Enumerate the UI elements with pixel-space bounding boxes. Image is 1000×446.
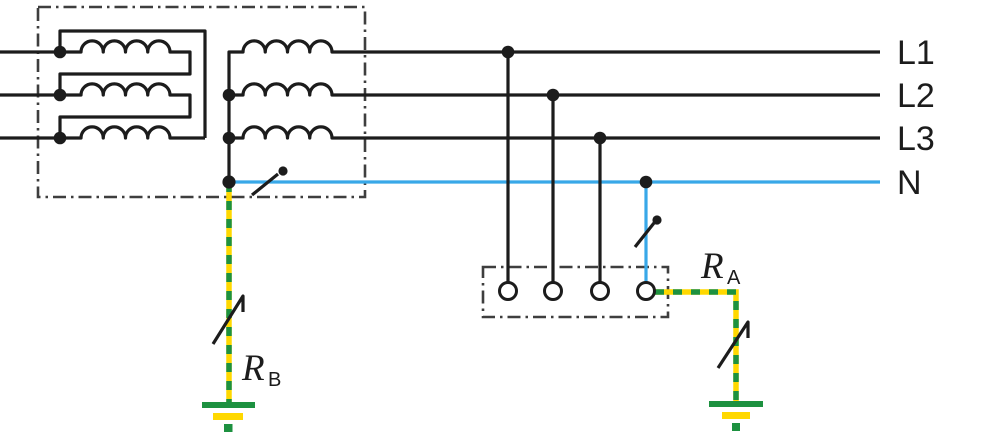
label-ra: R A bbox=[700, 246, 741, 289]
delta-winding-coil-3 bbox=[60, 125, 205, 140]
label-rb: R B bbox=[241, 348, 281, 391]
terminal-circles bbox=[498, 281, 656, 301]
tap-dot-l1 bbox=[501, 45, 515, 59]
earth-bar-middle-yellow bbox=[213, 413, 243, 420]
terminal-l3 bbox=[590, 281, 610, 301]
terminal-l1 bbox=[498, 281, 518, 301]
label-l2: L2 bbox=[897, 77, 935, 115]
label-n: N bbox=[897, 164, 922, 202]
junction-dot bbox=[53, 45, 67, 59]
junction-dot bbox=[53, 131, 67, 145]
phase-wiring bbox=[0, 29, 880, 369]
junction-dots bbox=[53, 45, 662, 225]
earth-bar-middle-yellow bbox=[722, 412, 750, 419]
wye-winding-coil-3-line-l3 bbox=[229, 125, 880, 140]
tap-dot-l3 bbox=[593, 131, 607, 145]
label-ra-subscript: A bbox=[727, 267, 741, 289]
earth-resistance-slash-rb bbox=[211, 294, 245, 345]
earth-conductor-ra-base bbox=[655, 289, 739, 401]
junction-dot bbox=[222, 131, 236, 145]
earth-conductor-ra-dash bbox=[655, 289, 739, 401]
earth-electrode-symbol-rb bbox=[202, 402, 255, 432]
tap-dot-l2 bbox=[546, 88, 560, 102]
label-l3: L3 bbox=[897, 120, 935, 158]
junction-dot bbox=[222, 88, 236, 102]
terminal-l2 bbox=[543, 281, 563, 301]
earth-conductors-green-dash bbox=[226, 183, 739, 402]
earth-resistance-slash-ra bbox=[716, 320, 750, 369]
delta-top-link bbox=[58, 29, 207, 138]
disconnect-link-source-dot bbox=[278, 166, 288, 176]
transformer-enclosure-dashed-box bbox=[36, 5, 367, 199]
label-rb-subscript: B bbox=[268, 369, 281, 391]
junction-dot bbox=[53, 88, 67, 102]
delta-winding-coil-1 bbox=[58, 39, 192, 95]
tap-dot-neutral bbox=[639, 175, 653, 189]
earth-bar-top-green bbox=[709, 401, 763, 407]
earth-bar-top-green bbox=[202, 402, 255, 408]
wye-winding-coil-2-line-l2 bbox=[229, 82, 880, 97]
label-rb-symbol: R bbox=[241, 348, 265, 389]
earth-bar-bottom-green bbox=[224, 424, 233, 432]
disconnect-link-installation-line bbox=[633, 222, 656, 248]
disconnect-link-source-line bbox=[250, 172, 280, 197]
star-point-neutral-node-dot bbox=[222, 175, 236, 189]
wye-winding-coil-1-line-l1 bbox=[227, 39, 880, 182]
earth-electrode-symbol-ra bbox=[709, 401, 763, 431]
delta-winding-coil-2 bbox=[58, 82, 192, 138]
disconnect-link-installation-dot bbox=[652, 215, 662, 225]
label-l1: L1 bbox=[897, 34, 935, 72]
terminal-n bbox=[636, 281, 656, 301]
earth-bar-bottom-green bbox=[732, 423, 740, 431]
label-ra-symbol: R bbox=[700, 246, 724, 287]
